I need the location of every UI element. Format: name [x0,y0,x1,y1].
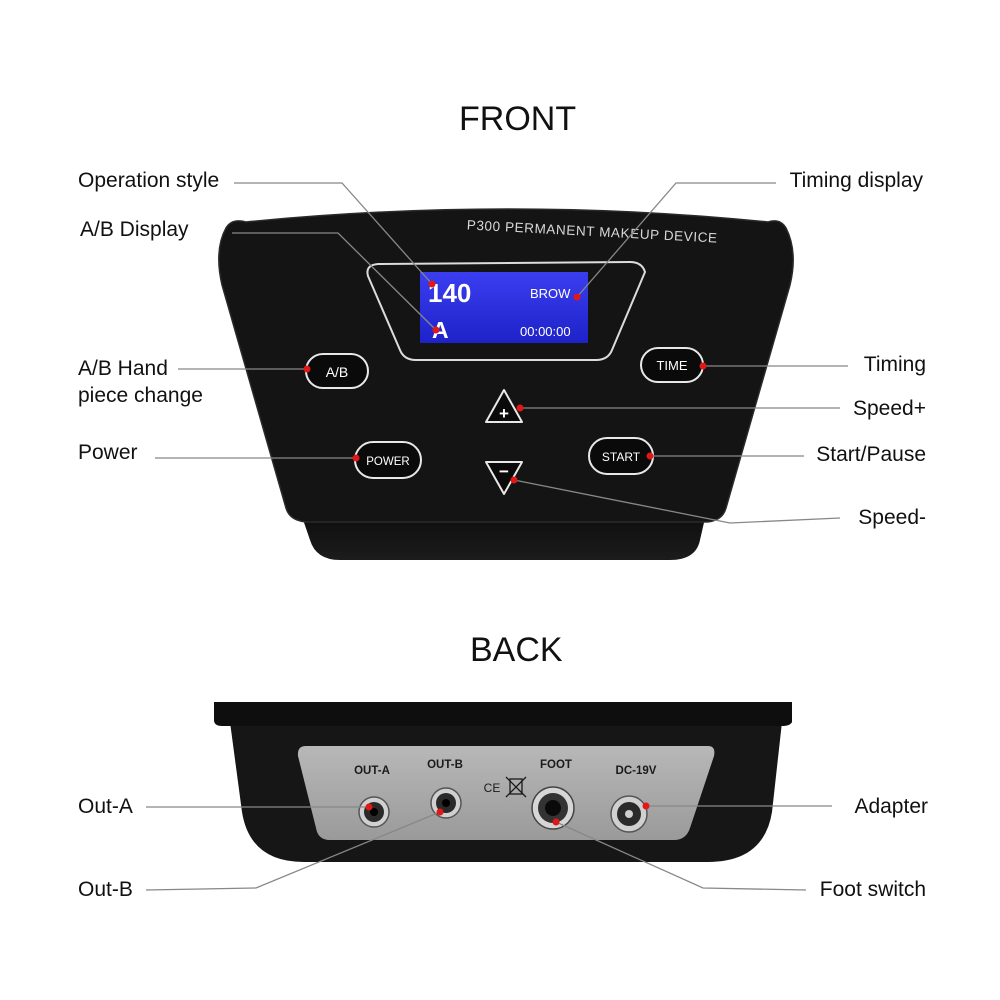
callout-out-b: Out-B [78,878,133,901]
ce-mark: CE [484,781,501,795]
callout-markers [303,280,707,826]
callout-ab-display: A/B Display [80,218,189,241]
callout-foot-switch: Foot switch [819,878,926,901]
display-frame [366,260,647,361]
callout-ab-handpiece-line1: A/B Hand [78,357,168,380]
front-top-face [218,208,794,523]
port-label-foot: FOOT [540,759,572,771]
front-title: FRONT [459,100,577,138]
leader-lines [145,182,848,891]
callout-speed-plus: Speed+ [853,397,926,420]
ab-button-label: A/B [326,364,349,380]
dc-jack [610,795,648,833]
callout-power: Power [78,441,138,464]
callout-timing: Timing [863,353,926,376]
callout-start-pause: Start/Pause [816,443,926,466]
lcd-handpiece: A [432,317,449,343]
callout-operation-style: Operation style [78,169,220,192]
back-title: BACK [470,631,563,669]
back-lid [214,702,792,726]
speed-plus-label: + [499,404,509,423]
back-panel [297,746,715,840]
start-button-label: START [602,450,641,464]
weee-bin-icon [505,776,527,798]
time-button-label: TIME [656,358,687,373]
callout-ab-handpiece-line2: piece change [78,384,203,407]
callout-timing-display: Timing display [789,169,923,192]
foot-jack [531,786,575,830]
speed-plus-shape [485,389,523,423]
out-a-jack [358,796,390,828]
port-label-dc: DC-19V [616,765,657,777]
lcd-mode: BROW [530,286,571,301]
port-label-out-b: OUT-B [427,759,463,771]
lcd-screen [420,272,588,343]
speed-minus-label: − [499,462,509,481]
callout-adapter: Adapter [854,795,928,818]
power-button-label: POWER [366,456,409,468]
callout-speed-minus: Speed- [858,506,926,529]
callout-out-a: Out-A [78,795,133,818]
port-label-out-a: OUT-A [354,765,390,777]
lcd-timer: 00:00:00 [520,324,571,339]
